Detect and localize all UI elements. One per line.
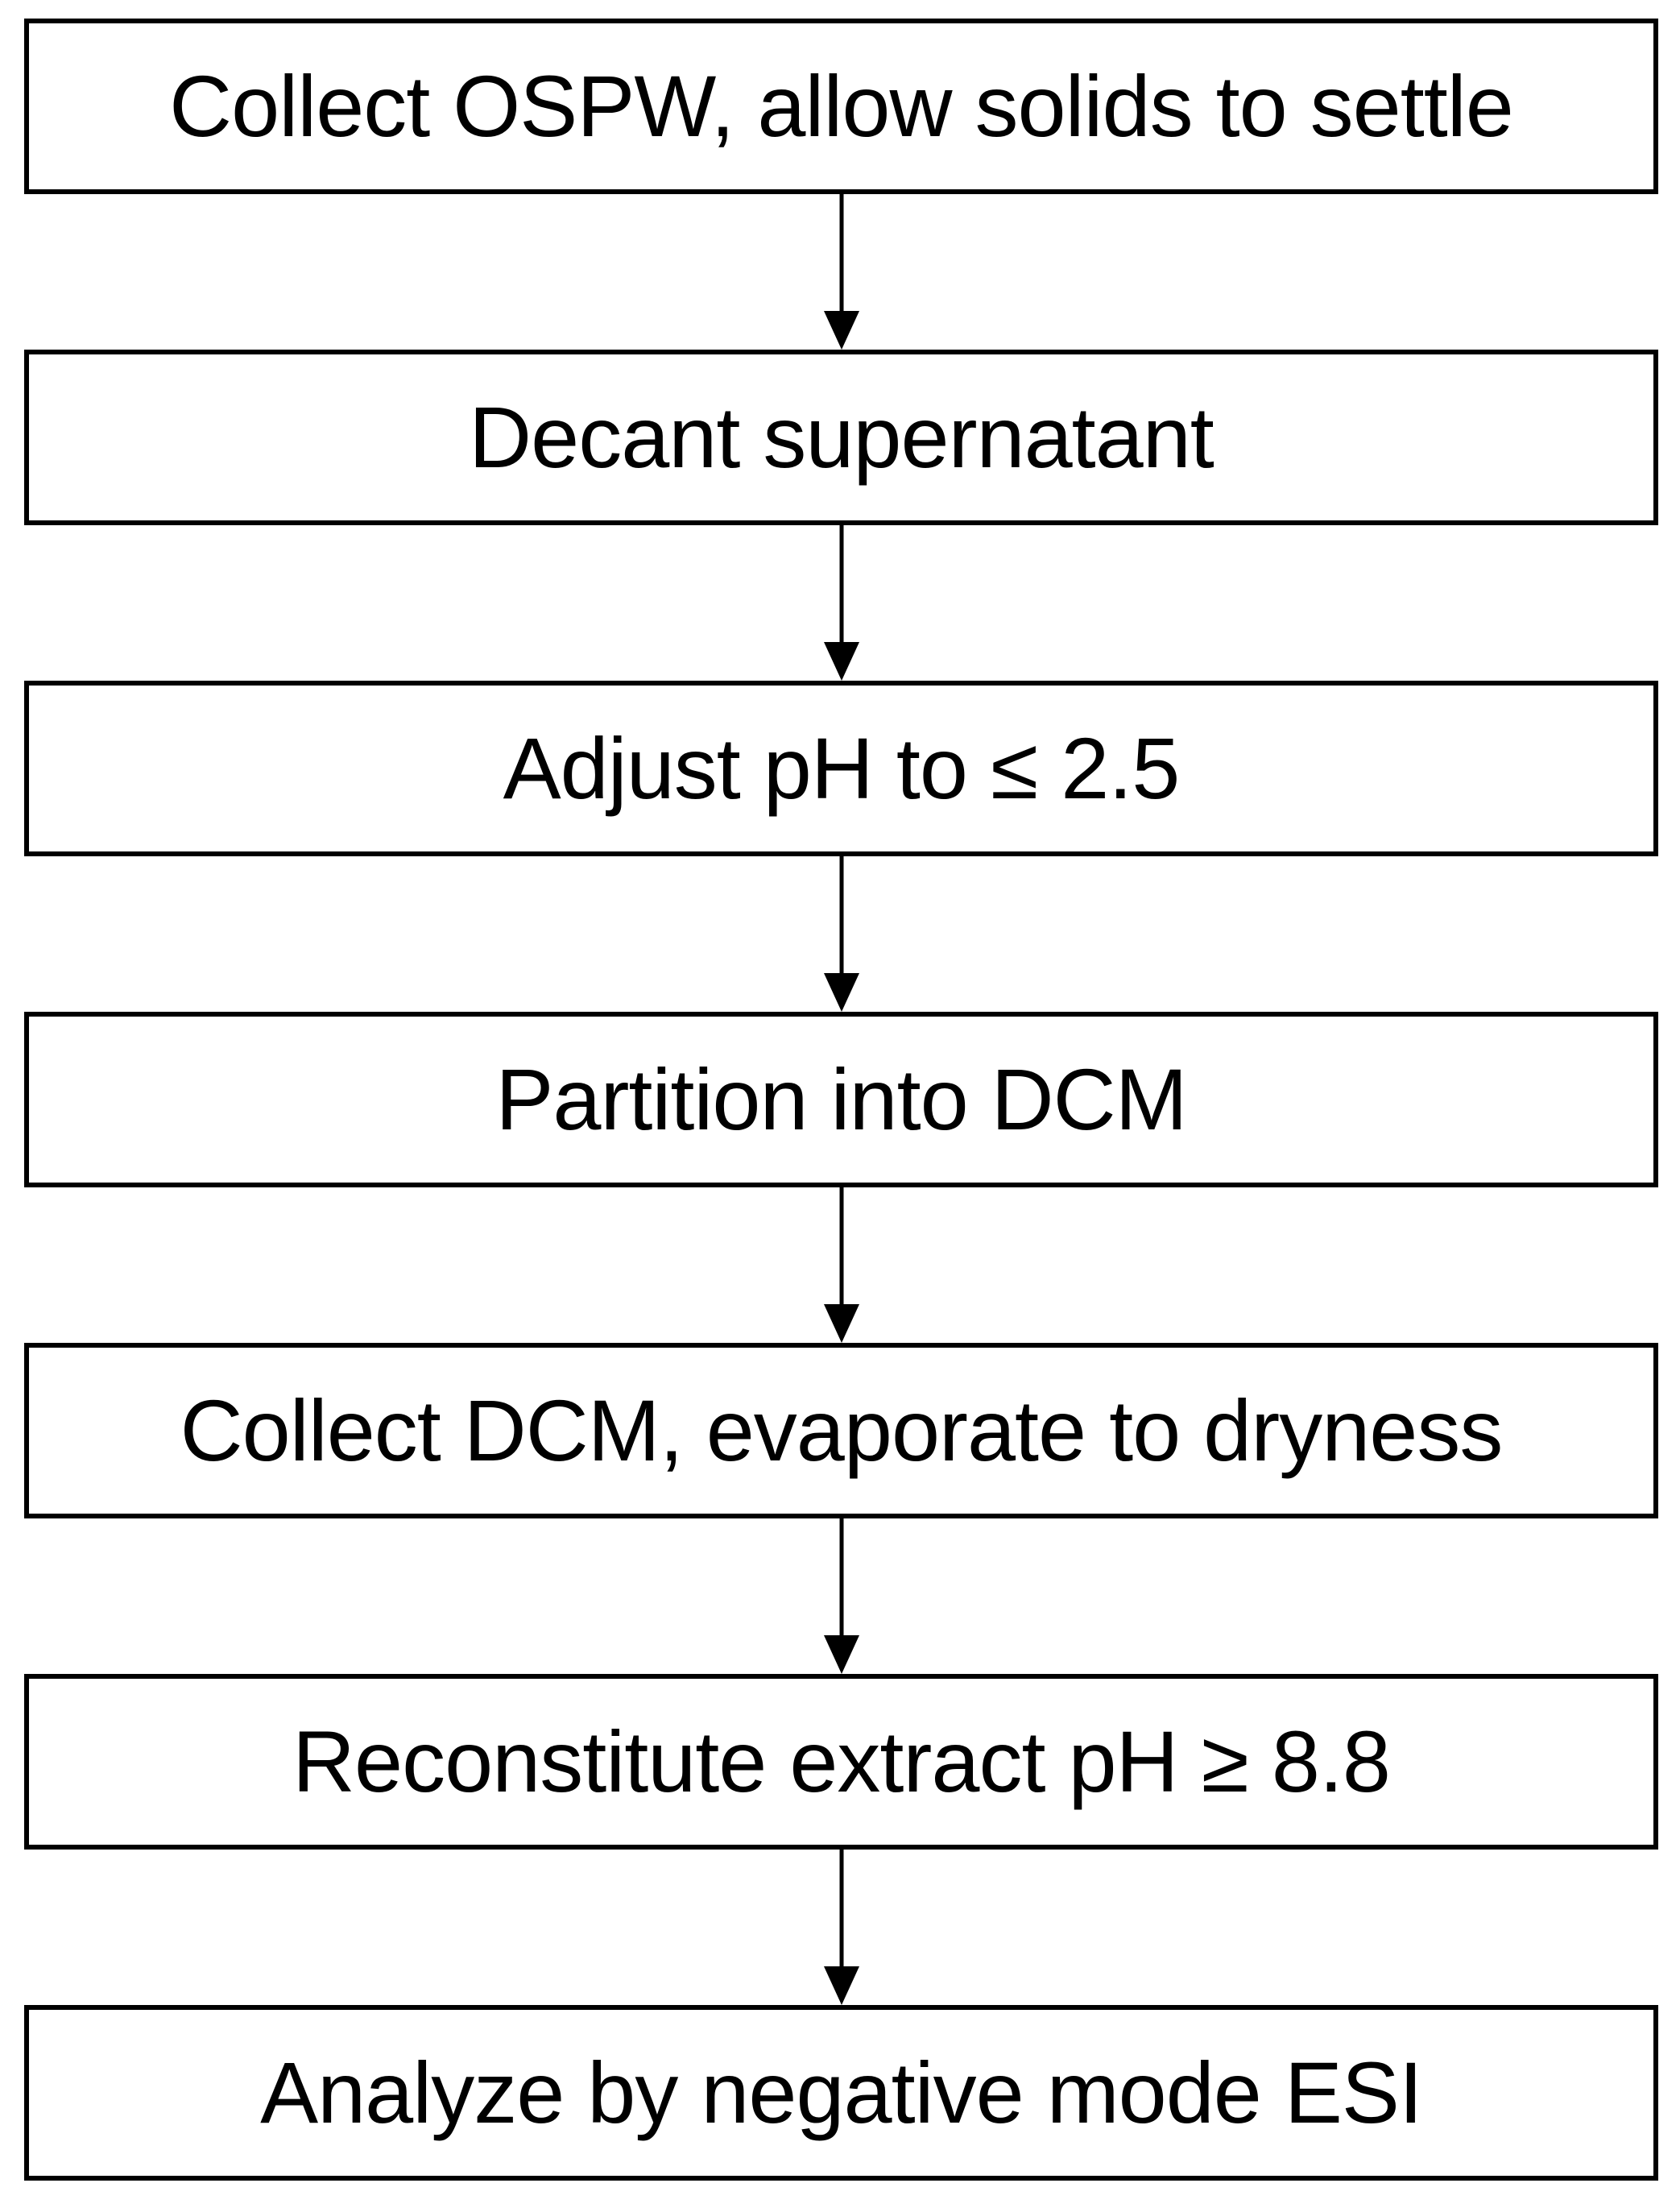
flow-step-4: Partition into DCM [24, 1012, 1658, 1187]
flow-step-2-label: Decant supernatant [469, 388, 1214, 486]
arrow-down-icon [823, 525, 859, 681]
flow-step-3-label: Adjust pH to ≤ 2.5 [503, 719, 1181, 817]
arrow-down-icon [823, 1518, 859, 1674]
flow-step-6: Reconstitute extract pH ≥ 8.8 [24, 1674, 1658, 1850]
flow-step-5-label: Collect DCM, evaporate to dryness [180, 1382, 1504, 1479]
flow-step-3: Adjust pH to ≤ 2.5 [24, 681, 1658, 856]
flow-step-7-label: Analyze by negative mode ESI [260, 2044, 1423, 2141]
flow-step-6-label: Reconstitute extract pH ≥ 8.8 [292, 1713, 1391, 1810]
flow-step-1: Collect OSPW, allow solids to settle [24, 19, 1658, 194]
flow-step-7: Analyze by negative mode ESI [24, 2005, 1658, 2181]
arrow-down-icon [823, 856, 859, 1012]
flow-step-5: Collect DCM, evaporate to dryness [24, 1343, 1658, 1518]
arrow-down-icon [823, 1187, 859, 1343]
flow-step-1-label: Collect OSPW, allow solids to settle [169, 57, 1514, 155]
flow-step-2: Decant supernatant [24, 350, 1658, 525]
arrow-down-icon [823, 1850, 859, 2005]
flow-step-4-label: Partition into DCM [495, 1050, 1187, 1148]
arrow-down-icon [823, 194, 859, 350]
